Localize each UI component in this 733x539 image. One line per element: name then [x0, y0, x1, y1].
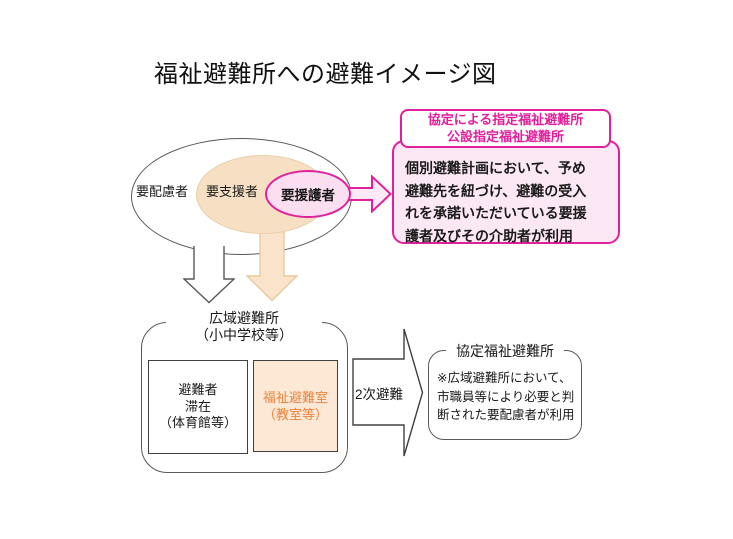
callout-header-line: 協定による指定福祉避難所 — [427, 112, 584, 127]
welfare-room-line: 福祉避難室 — [262, 390, 328, 405]
agreement-welfare-shelter-title: 協定福祉避難所 — [446, 341, 564, 361]
evacuee-stay-line: 避難者 — [178, 382, 218, 398]
callout-body-line: 護者及びその介助者が利用 — [405, 227, 573, 244]
evacuee-stay-box: 避難者 滞在 （体育館等） — [148, 360, 248, 454]
right-arrow-icon — [352, 328, 424, 457]
designated-welfare-shelter-header: 協定による指定福祉避難所 公設指定福祉避難所 — [400, 109, 611, 148]
welfare-room-line: （教室等） — [262, 407, 328, 422]
welfare-evacuation-room-box: 福祉避難室 （教室等） — [253, 360, 338, 452]
middle-group-label: 要支援者 — [205, 184, 258, 199]
page-title: 福祉避難所への避難イメージ図 — [154, 61, 497, 88]
callout-header-line: 公設指定福祉避難所 — [446, 128, 564, 144]
agreement-body-line: ※広域避難所において、 — [437, 371, 572, 385]
callout-body-line: 個別避難計画において、予め — [405, 160, 586, 176]
designated-welfare-shelter-callout — [392, 140, 620, 244]
agreement-body-line: 断された要配慮者が利用 — [437, 408, 575, 422]
down-arrow-icon — [183, 246, 235, 304]
evacuee-stay-line: （体育館等） — [158, 415, 237, 431]
evacuee-stay-line: 滞在 — [184, 398, 211, 414]
agreement-welfare-shelter-description: ※広域避難所において、 市職員等により必要と判 断された要配慮者が利用 — [437, 369, 579, 425]
callout-body-line: 避難先を紐づけ、避難の受入 — [405, 182, 587, 199]
designated-welfare-shelter-description: 個別避難計画において、予め 避難先を紐づけ、避難の受入 れを承諾いただいている要… — [405, 157, 613, 247]
wide-area-shelter-title-line: 広域避難所 — [209, 310, 279, 326]
right-arrow-icon — [344, 175, 392, 213]
secondary-evacuation-label: 2次避難 — [354, 387, 403, 402]
down-arrow-icon — [246, 224, 298, 302]
agreement-body-line: 市職員等により必要と判 — [437, 389, 575, 404]
wide-area-shelter-title: 広域避難所 （小中学校等） — [166, 310, 322, 344]
wide-area-shelter-title-line: （小中学校等） — [195, 327, 293, 343]
inner-ellipse-care-group: 要援護者 — [265, 170, 351, 218]
callout-body-line: れを承諾いただいている要援 — [405, 205, 587, 221]
inner-group-label: 要援護者 — [281, 188, 335, 203]
outer-group-label: 要配慮者 — [135, 184, 188, 199]
